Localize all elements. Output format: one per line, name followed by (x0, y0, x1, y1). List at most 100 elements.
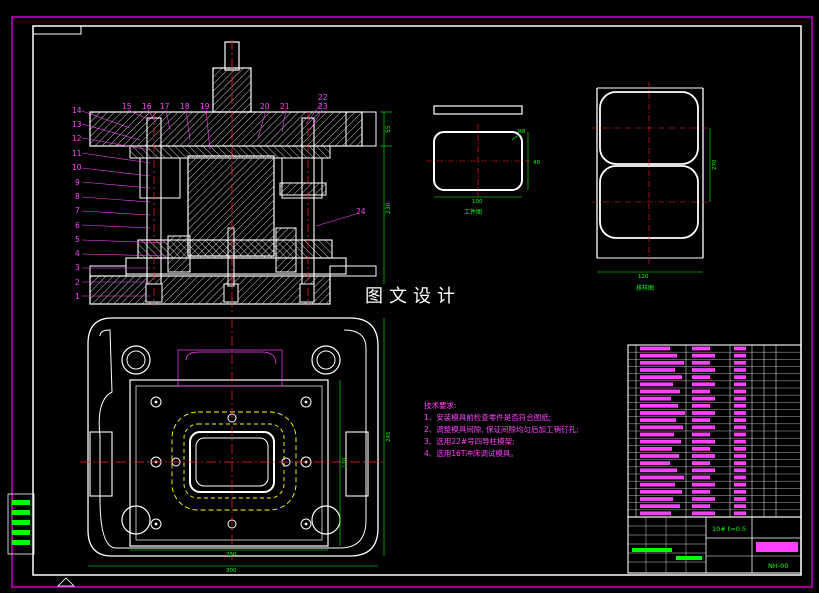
parts-row-cell (692, 346, 710, 351)
part-number: 24 (356, 207, 366, 216)
parts-row-cell (692, 497, 715, 501)
title-block-text: 10# t=0.5 NH-00 (712, 525, 788, 570)
parts-row-cell (692, 504, 710, 509)
material-spec: 10# t=0.5 (712, 525, 746, 533)
parts-row-cell (692, 375, 710, 380)
parts-row-cell (692, 475, 710, 480)
parts-list (627, 344, 802, 574)
parts-row-cell (734, 403, 746, 408)
caption-part-view: 工件图 (464, 208, 482, 216)
workpiece-labels: 100 40 R8 工件图 (464, 129, 540, 216)
watermark-banner: 图文设计 (348, 284, 478, 310)
parts-row-cell (640, 396, 671, 401)
caption-strip-view: 排样图 (636, 284, 654, 292)
part-number: 18 (180, 102, 190, 111)
parts-row-cell (692, 353, 715, 358)
parts-row-cell (640, 454, 679, 458)
parts-row-cell (692, 511, 715, 516)
parts-row-cell (640, 504, 680, 509)
dim-label: 100 (472, 199, 483, 205)
part-number: 12 (72, 134, 82, 143)
parts-row-cell (640, 368, 675, 372)
parts-row-cell (640, 475, 684, 480)
drawing-number: NH-00 (768, 562, 788, 570)
orientation-marker (57, 577, 75, 587)
part-number: 7 (75, 206, 80, 215)
dim-label: R8 (518, 129, 526, 135)
parts-row-cell (640, 482, 675, 487)
part-number: 20 (260, 102, 270, 111)
note-item: 3、选用22#号四导柱模架; (424, 437, 515, 446)
parts-row-cell (734, 346, 746, 351)
parts-row-cell (640, 360, 684, 365)
parts-row-cell (640, 432, 674, 437)
parts-row-cell (734, 375, 746, 380)
dim-label: 250 (226, 552, 237, 558)
parts-row-cell (692, 461, 710, 466)
parts-row-cell (692, 432, 710, 437)
parts-row-cell (734, 439, 746, 444)
parts-row-cell (734, 511, 746, 516)
dim-label: 40 (533, 160, 540, 166)
parts-row-cell (640, 439, 681, 444)
parts-row-cell (734, 497, 746, 501)
parts-row-cell (640, 418, 676, 423)
parts-row-cell (640, 389, 680, 394)
dim-label: 55 (385, 125, 392, 133)
parts-row-cell (692, 389, 710, 394)
part-number: 23 (318, 102, 328, 111)
parts-row-cell (734, 368, 746, 372)
part-number: 15 (122, 102, 132, 111)
dim-label: 300 (226, 568, 237, 574)
note-item: 4、选用16T冲床调试模具。 (424, 449, 518, 458)
parts-row-cell (692, 368, 715, 372)
dim-label: 170 (342, 457, 348, 468)
parts-row-cell (640, 375, 682, 380)
part-number: 14 (72, 106, 82, 115)
section-view (81, 40, 392, 312)
part-number: 1 (75, 292, 80, 301)
parts-row-cell (734, 446, 746, 451)
parts-row-cell (692, 403, 710, 408)
parts-row-cell (692, 482, 715, 487)
parts-row-cell (640, 353, 677, 358)
parts-row-cell (640, 411, 685, 415)
part-number: 17 (160, 102, 170, 111)
parts-row-cell (640, 403, 678, 408)
part-number: 13 (72, 120, 82, 129)
parts-row-cell (692, 489, 710, 494)
parts-row-cell (734, 389, 746, 394)
parts-row-cell (734, 454, 746, 458)
parts-row-cell (734, 411, 746, 415)
dim-label: 245 (386, 431, 392, 442)
dim-label: 270 (712, 159, 718, 170)
part-number: 6 (75, 221, 80, 230)
note-item: 1、安装模具前检查零件是否符合图纸; (424, 413, 552, 422)
parts-row-cell (640, 461, 670, 466)
plan-view (80, 317, 386, 567)
parts-row-cell (692, 411, 715, 415)
part-number: 4 (75, 249, 80, 258)
plan-dims: 300 250 245 170 (226, 431, 392, 574)
parts-row-cell (692, 425, 715, 430)
notes-title: 技术要求: (424, 401, 457, 410)
dim-label: 230 (385, 202, 392, 214)
technical-notes: 技术要求: 1、安装模具前检查零件是否符合图纸; 2、调整模具间隙, 保证间隙均… (424, 400, 579, 460)
parts-row-cell (640, 382, 673, 387)
parts-row-cell (640, 425, 683, 430)
strip-layout-view (592, 82, 711, 273)
part-number: 16 (142, 102, 152, 111)
layer-legend (7, 493, 35, 555)
parts-row-cell (692, 454, 715, 458)
part-number: 5 (75, 235, 80, 244)
parts-row-cell (692, 418, 710, 423)
part-number: 9 (75, 178, 80, 187)
parts-row-cell (734, 425, 746, 430)
dim-label: 120 (638, 274, 649, 280)
part-number-labels: 14 13 12 11 10 9 8 7 6 5 4 3 2 1 15 16 1… (72, 93, 392, 301)
strip-labels: 120 270 排样图 (636, 159, 718, 292)
note-item: 2、调整模具间隙, 保证间隙均匀后加工销钉孔; (424, 425, 579, 434)
parts-row-cell (734, 360, 746, 365)
sheet-frame (11, 16, 813, 588)
